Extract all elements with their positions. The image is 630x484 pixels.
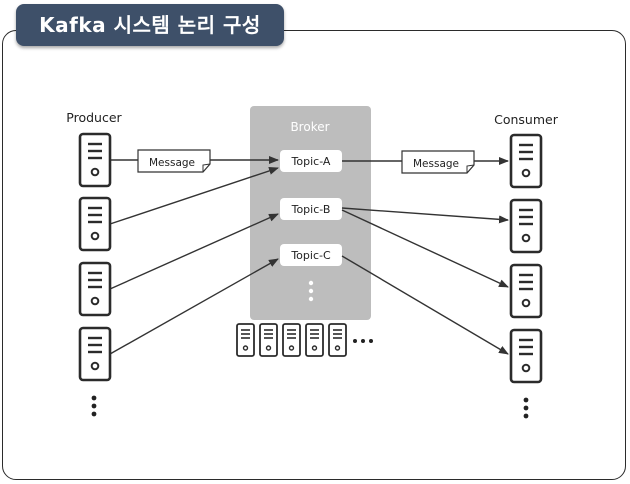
broker-ellipsis-icon xyxy=(308,280,314,302)
topic-c: Topic-C xyxy=(280,244,342,266)
message-note-icon: Message xyxy=(137,149,211,173)
consumer-ellipsis-icon xyxy=(523,397,529,419)
producer-server-icon xyxy=(78,261,112,317)
topic-a: Topic-A xyxy=(280,150,342,172)
arrow-topic-b-c3 xyxy=(341,209,509,288)
broker-label: Broker xyxy=(290,120,329,134)
broker-server-icon xyxy=(259,323,278,357)
consumer-server-icon xyxy=(509,263,543,319)
message-label-left: Message xyxy=(149,157,195,169)
producer-ellipsis-icon xyxy=(91,395,97,417)
message-note-icon: Message xyxy=(401,150,475,174)
topic-a-label: Topic-A xyxy=(291,155,331,168)
topic-c-label: Topic-C xyxy=(290,249,331,262)
broker-server-icon xyxy=(282,323,301,357)
cluster-ellipsis-icon xyxy=(353,339,373,343)
producer-server-icon xyxy=(78,132,112,188)
arrow-p3-topic-b xyxy=(109,213,279,290)
producer-label: Producer xyxy=(66,110,122,125)
consumer-server-icon xyxy=(509,328,543,384)
topic-b: Topic-B xyxy=(280,198,342,220)
arrow-p2-topic-a xyxy=(109,167,279,225)
consumer-label: Consumer xyxy=(494,112,559,127)
broker-server-icon xyxy=(328,323,347,357)
arrow-topic-c-c4 xyxy=(341,255,509,355)
topic-b-label: Topic-B xyxy=(291,203,331,216)
page-title: Kafka 시스템 논리 구성 xyxy=(16,4,284,46)
consumer-server-icon xyxy=(509,198,543,254)
broker-server-icon xyxy=(236,323,255,357)
producer-server-icon xyxy=(78,196,112,252)
producer-server-icon xyxy=(78,326,112,382)
consumer-server-icon xyxy=(509,133,543,189)
message-label-right: Message xyxy=(413,158,459,170)
broker-server-icon xyxy=(305,323,324,357)
arrow-p4-topic-c xyxy=(109,258,279,355)
arrow-topic-b-c2 xyxy=(341,207,509,224)
